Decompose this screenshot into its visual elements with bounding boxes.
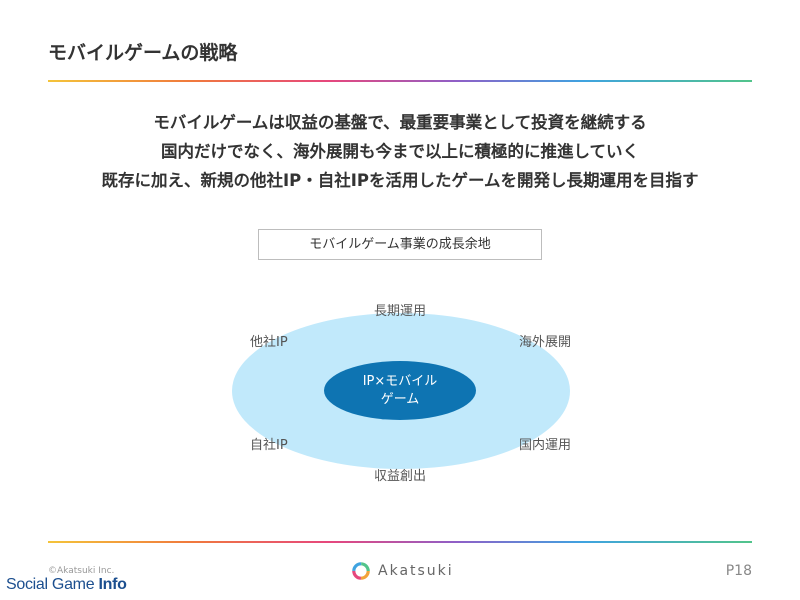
top-rainbow-divider: [48, 80, 752, 82]
page-number: P18: [725, 563, 752, 579]
bottom-rainbow-divider: [48, 541, 752, 543]
akatsuki-ring-logo-icon: [352, 562, 370, 580]
label-own-ip: 自社IP: [250, 438, 288, 453]
watermark-light-text: Social Game: [6, 576, 99, 593]
site-watermark: Social Game Info: [6, 576, 127, 594]
copyright-text: ©Akatsuki Inc.: [48, 566, 115, 576]
logo-wordmark: Akatsuki: [378, 563, 454, 579]
lead-line-3: 既存に加え、新規の他社IP・自社IPを活用したゲームを開発し長期運用を目指す: [101, 171, 699, 190]
core-label-line-2: ゲーム: [380, 391, 420, 407]
lead-line-1: モバイルゲームは収益の基盤で、最重要事業として投資を継続する: [153, 113, 647, 132]
label-overseas-expansion: 海外展開: [519, 335, 572, 350]
label-domestic-operation: 国内運用: [519, 438, 572, 453]
diagram-caption-box: モバイルゲーム事業の成長余地: [258, 229, 542, 260]
lead-line-2: 国内だけでなく、海外展開も今まで以上に積極的に推進していく: [160, 142, 639, 161]
label-long-term-operation: 長期運用: [374, 304, 427, 319]
core-label-line-1: IP×モバイル: [362, 373, 438, 389]
slide-title: モバイルゲームの戦略: [48, 42, 238, 64]
label-revenue-creation: 収益創出: [374, 469, 427, 484]
label-other-company-ip: 他社IP: [250, 335, 288, 350]
watermark-strong-text: Info: [98, 576, 127, 593]
lead-text: モバイルゲームは収益の基盤で、最重要事業として投資を継続する 国内だけでなく、海…: [0, 108, 800, 195]
growth-core-ellipse: IP×モバイル ゲーム: [324, 361, 476, 420]
company-logo: Akatsuki: [351, 561, 454, 581]
